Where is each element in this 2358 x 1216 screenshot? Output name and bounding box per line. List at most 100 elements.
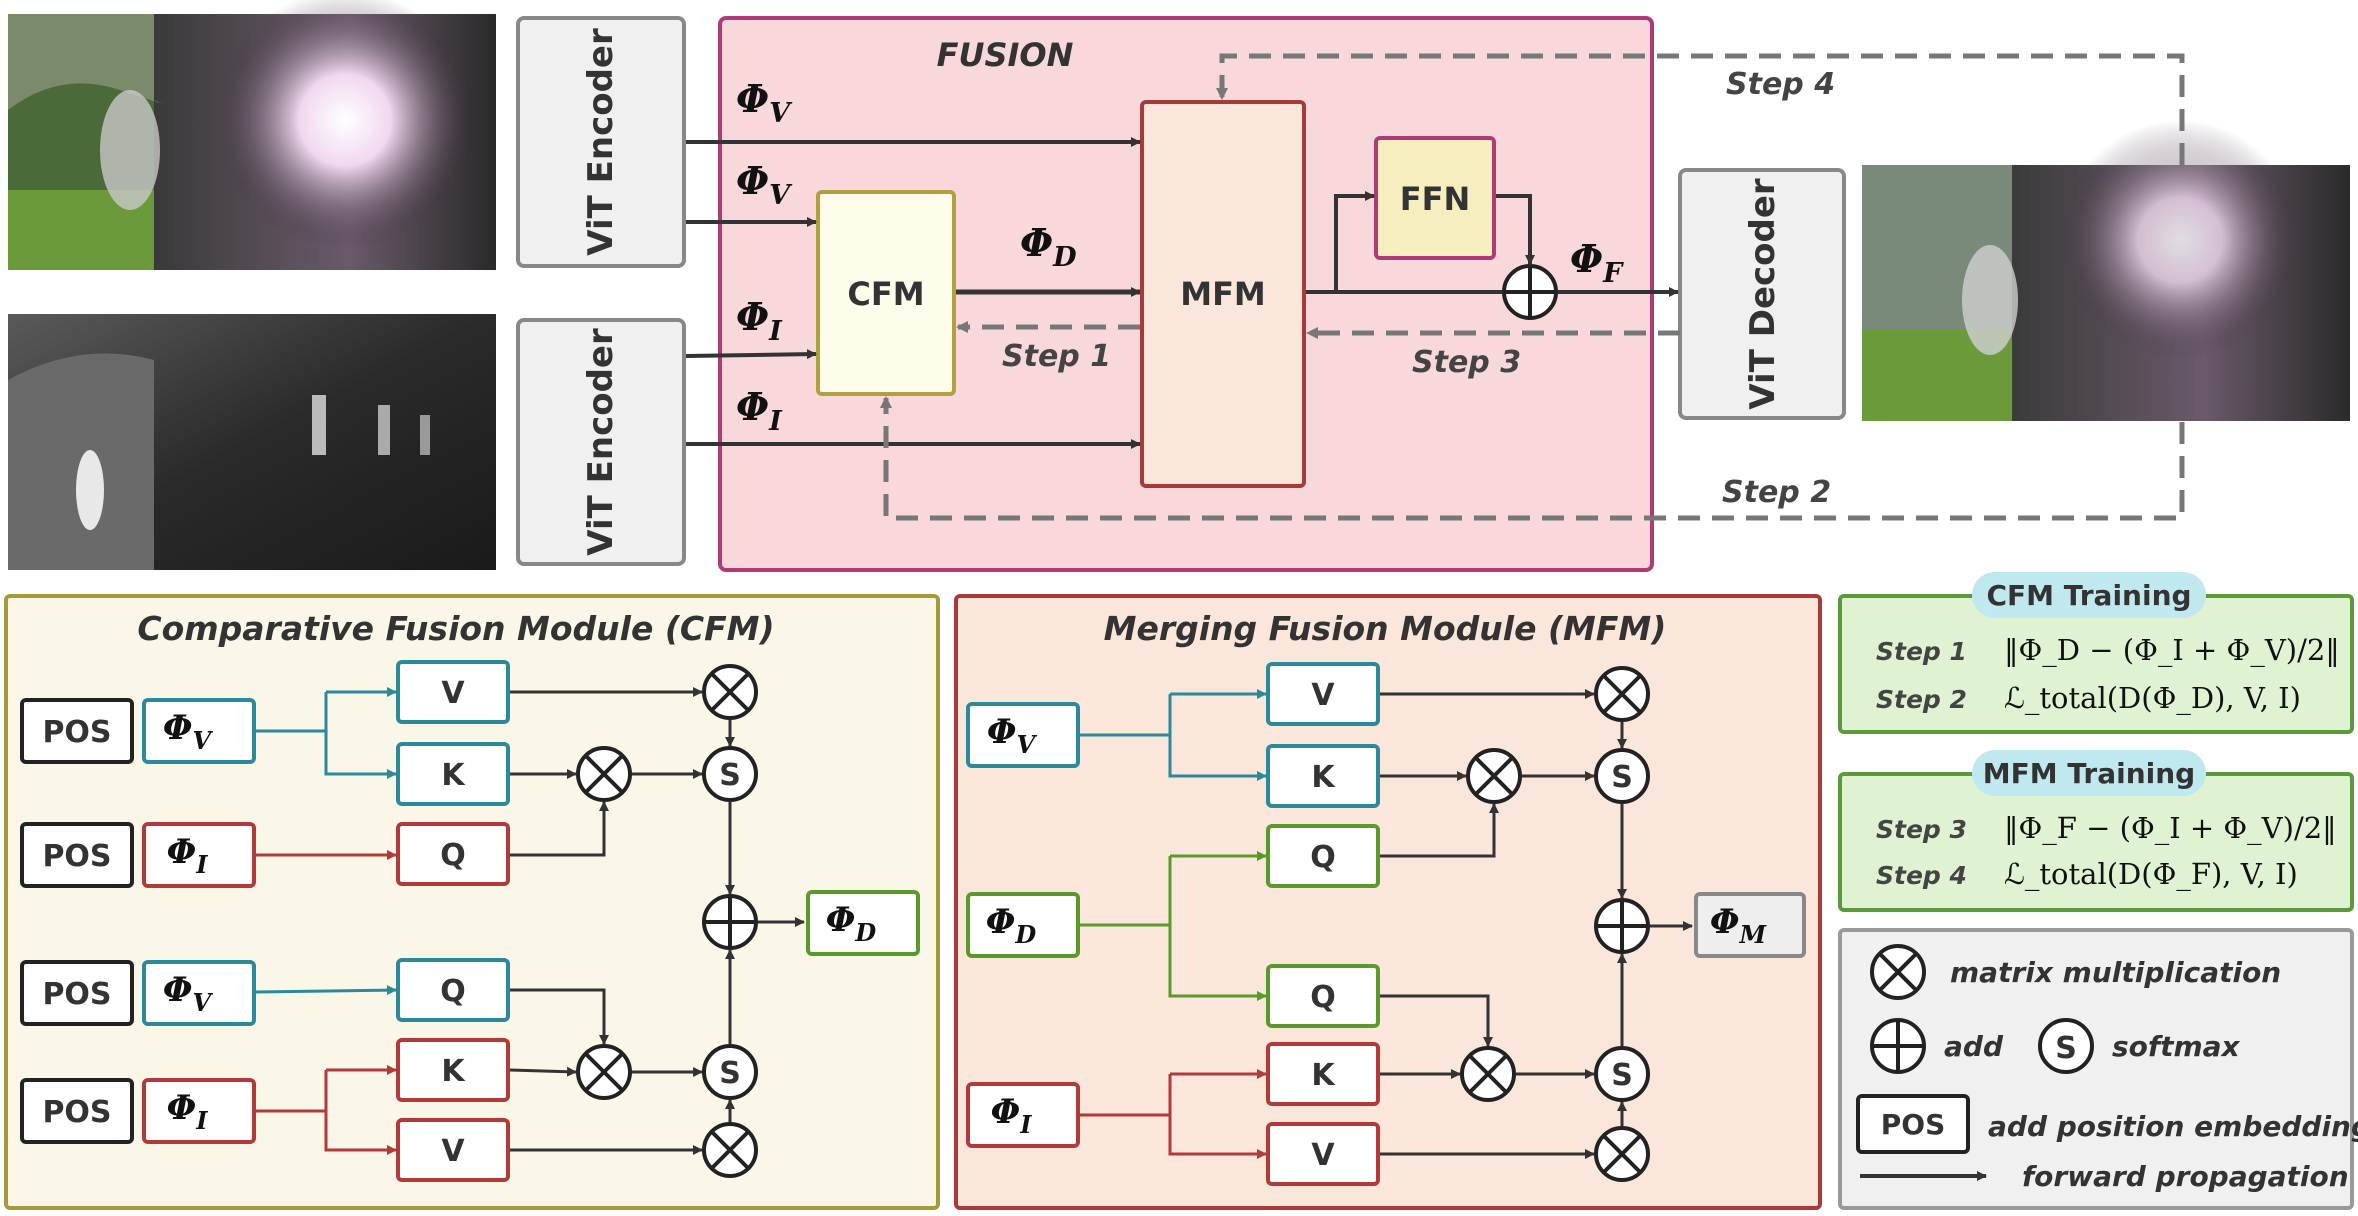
cfm-softmax-top-label: S [719, 758, 741, 793]
svg-text:ℒ_total(D(Φ_D), V, I): ℒ_total(D(Φ_D), V, I) [2004, 681, 2301, 716]
mfm-k-bottom-label: K [1311, 1058, 1336, 1093]
legend-box: matrix multiplication add S softmax POS … [1838, 928, 2358, 1210]
vit-encoder-infrared: ViT Encoder [516, 318, 686, 566]
svg-text:Merging Fusion Module (MFM): Merging Fusion Module (MFM) [1104, 609, 1667, 648]
cfm-pos-3 [20, 960, 134, 1026]
cfm-pos-4 [20, 1078, 134, 1144]
svg-text:Step 4: Step 4 [1876, 861, 1967, 890]
svg-text:MFM Training: MFM Training [1983, 757, 2195, 790]
svg-text:Step 3: Step 3 [1876, 815, 1967, 844]
training-feedback-arrows [880, 53, 2185, 521]
mfm-phi-v [966, 702, 1080, 768]
fusion-title: FUSION [937, 36, 1074, 74]
svg-text:Step 1: Step 1 [1876, 637, 1967, 666]
cfm-pos-2 [20, 822, 134, 888]
cfm-output-phi-d-label: ΦD [826, 900, 877, 947]
svg-text:ΦI: ΦI [736, 294, 783, 347]
cfm-k-bottom [396, 1038, 510, 1102]
cfm-softmax-bottom-label: S [719, 1056, 741, 1091]
svg-text:ΦD: ΦD [1020, 220, 1077, 273]
mfm-phi-v-label: ΦV [987, 712, 1038, 759]
cfm-phi-i-1 [142, 822, 256, 888]
svg-text:ViT Decoder: ViT Decoder [1743, 178, 1783, 410]
cfm-pos-2-label: POS [42, 839, 111, 874]
svg-text:Step 3: Step 3 [1412, 345, 1521, 380]
mfm-softmax-top-label: S [1611, 760, 1633, 795]
mfm-output-phi-m [1694, 892, 1806, 958]
fusion-phi-labels: ΦV ΦV ΦI ΦI ΦD ΦF [736, 76, 1624, 437]
mfm-training-box: MFM Training Step 3 ‖Φ_F − (Φ_I + Φ_V)/2… [1838, 750, 2354, 912]
cfm-q-bottom [396, 958, 510, 1022]
cfm-v-bottom-label: V [441, 1134, 465, 1169]
cfm-softmax-bottom [702, 1044, 758, 1100]
infrared-input-image [8, 314, 496, 570]
cfm-training-box: CFM Training Step 1 ‖Φ_D − (Φ_I + Φ_V)/2… [1838, 572, 2354, 734]
svg-text:CFM Training: CFM Training [1986, 579, 2191, 612]
svg-text:ViT Encoder: ViT Encoder [581, 28, 621, 256]
cfm-pos-3-label: POS [42, 977, 111, 1012]
mfm-phi-i-label: ΦI [991, 1092, 1033, 1139]
mfm-q-top-label: Q [1310, 840, 1336, 875]
cfm-pos-1-label: POS [42, 715, 111, 750]
cfm-output-phi-d [806, 890, 920, 956]
mfm-v [1266, 662, 1380, 726]
cfm-k-top [396, 742, 510, 806]
mfm-softmax-bottom-label: S [1611, 1058, 1633, 1093]
cfm-v-top [396, 660, 510, 724]
cfm-phi-i-2 [142, 1078, 256, 1144]
mfm-v-bottom [1266, 1122, 1380, 1186]
mfm-phi-d [966, 892, 1080, 958]
mfm-k-bottom [1266, 1042, 1380, 1106]
svg-text:Comparative Fusion Module (CFM: Comparative Fusion Module (CFM) [137, 609, 774, 648]
fusion-block: FUSION CFM MFM FFN [718, 16, 1654, 572]
svg-text:FFN: FFN [1400, 180, 1471, 218]
cfm-phi-v-1-label: ΦV [163, 708, 214, 755]
cfm-q-top [396, 822, 510, 886]
mfm-k-label: K [1311, 760, 1336, 795]
add-node-fusion [1502, 264, 1558, 320]
svg-text:softmax: softmax [2112, 1030, 2241, 1063]
mfm-phi-i [966, 1082, 1080, 1148]
visible-input-image [8, 0, 496, 270]
mfm-q-top [1266, 824, 1380, 888]
svg-text:ΦV: ΦV [736, 158, 793, 211]
svg-text:ΦF: ΦF [1570, 236, 1624, 289]
svg-text:ΦV: ΦV [736, 76, 793, 129]
matmul-legend-icon [1870, 944, 1926, 1000]
mfm-softmax-bottom [1594, 1046, 1650, 1102]
svg-text:Step 2: Step 2 [1876, 685, 1967, 714]
vit-decoder: ViT Decoder [1678, 168, 1846, 420]
cfm-q-top-label: Q [440, 838, 466, 873]
ffn-block [1374, 136, 1496, 260]
cfm-phi-i-1-label: ΦI [167, 832, 209, 879]
svg-text:add position embedding: add position embedding [1988, 1110, 2358, 1143]
fusion-step-labels: Step 1 Step 2 Step 3 Step 4 [1002, 67, 1835, 510]
cfm-block [816, 190, 956, 396]
svg-text:Step 1: Step 1 [1002, 339, 1111, 374]
cfm-k-top-label: K [441, 758, 466, 793]
cfm-v-bottom [396, 1118, 510, 1182]
cfm-phi-i-2-label: ΦI [167, 1088, 209, 1135]
add-legend-icon [1870, 1018, 1926, 1074]
mfm-k [1266, 744, 1380, 808]
mfm-v-label: V [1311, 678, 1335, 713]
cfm-v-top-label: V [441, 676, 465, 711]
svg-text:add: add [1944, 1030, 2004, 1063]
mfm-q-bottom [1266, 964, 1380, 1028]
cfm-softmax-top [702, 746, 758, 802]
mfm-block [1140, 100, 1306, 488]
svg-text:Step 2: Step 2 [1722, 475, 1831, 510]
cfm-phi-v-2 [142, 960, 256, 1026]
svg-text:CFM: CFM [847, 275, 924, 313]
svg-text:ℒ_total(D(Φ_F), V, I): ℒ_total(D(Φ_F), V, I) [2004, 857, 2298, 892]
mfm-q-bottom-label: Q [1310, 980, 1336, 1015]
cfm-pos-1 [20, 698, 134, 764]
mfm-v-bottom-label: V [1311, 1138, 1335, 1173]
svg-text:matrix multiplication: matrix multiplication [1950, 956, 2281, 989]
svg-text:S: S [2055, 1031, 2077, 1066]
svg-text:forward propagation: forward propagation [2022, 1160, 2349, 1193]
svg-text:MFM: MFM [1180, 275, 1266, 313]
